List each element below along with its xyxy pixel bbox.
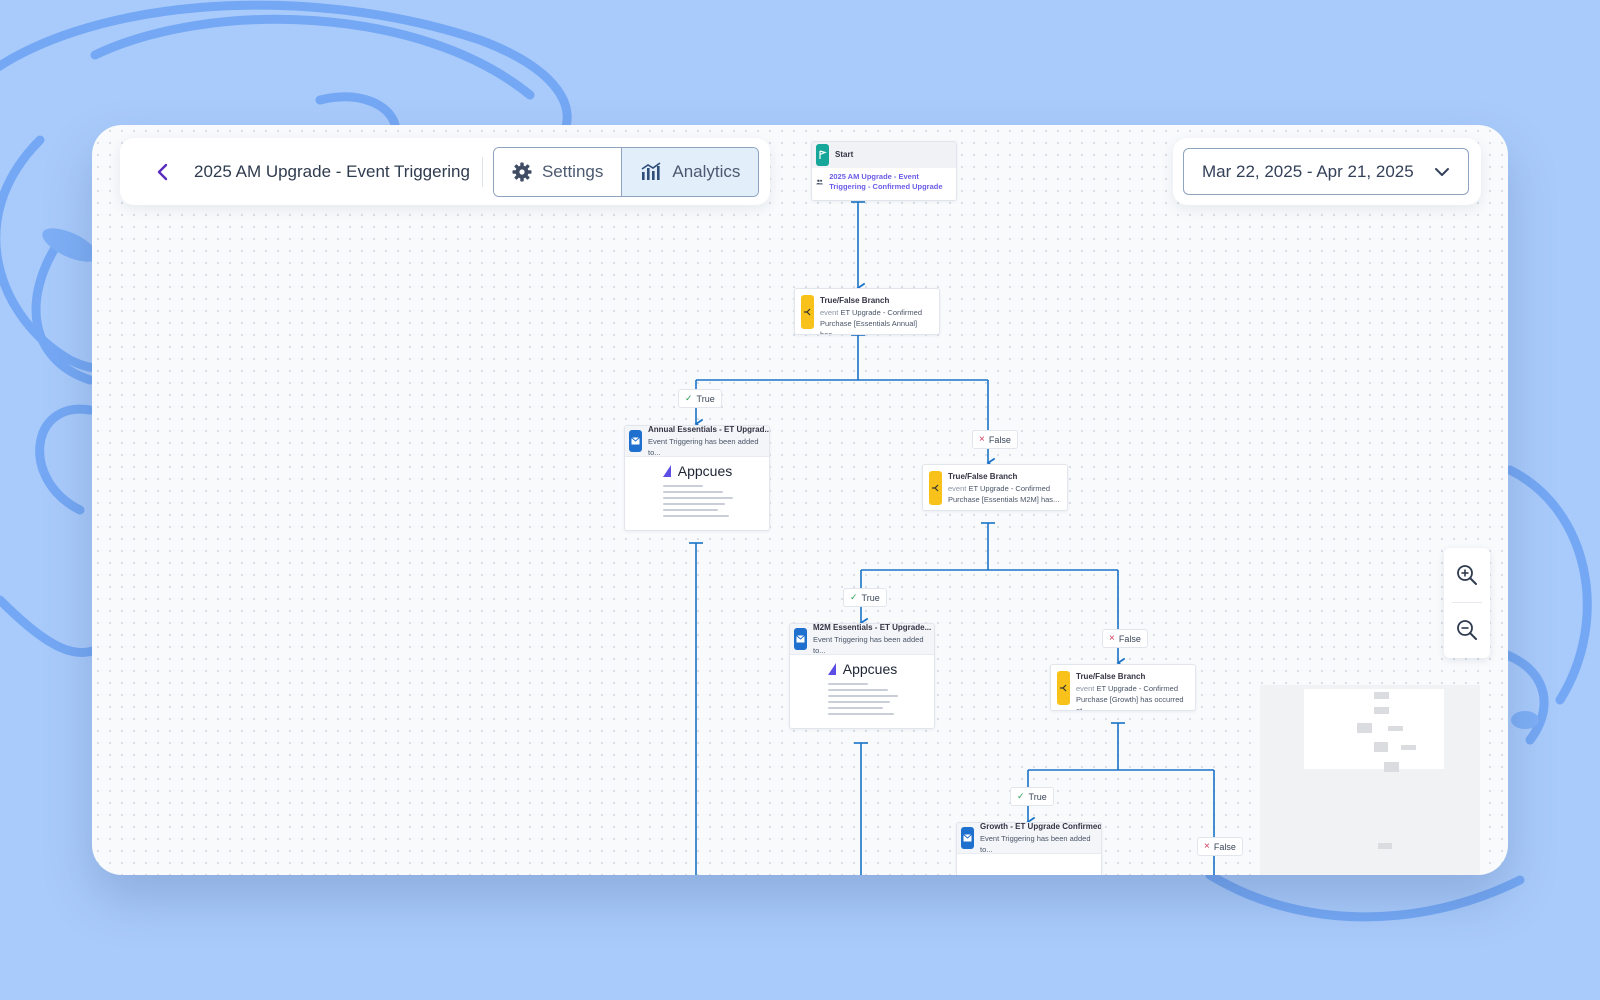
split-icon (1057, 671, 1070, 705)
email-node-2-desc: Event Triggering has been added to... (813, 635, 924, 655)
minimap-node (1374, 692, 1389, 699)
branch-node-2[interactable]: True/False Branch event ET Upgrade - Con… (922, 464, 1068, 511)
minimap-node (1401, 745, 1416, 750)
zoom-in-icon (1457, 565, 1477, 585)
minimap-node (1357, 723, 1372, 733)
minimap-node (1388, 726, 1403, 731)
appcues-logo-icon (827, 663, 836, 675)
email-node-3[interactable]: Growth - ET Upgrade Confirmed Event Trig… (956, 822, 1102, 875)
check-icon: ✓ (685, 393, 693, 403)
minimap[interactable] (1260, 685, 1480, 875)
split-icon (929, 471, 942, 505)
split-icon (801, 295, 814, 329)
false-label-2: ×False (1102, 629, 1148, 648)
false-label-1: ×False (972, 430, 1018, 449)
start-node-title: Start (835, 150, 854, 159)
false-label-3: ×False (1197, 837, 1243, 856)
flag-icon (816, 144, 829, 166)
branch-node-2-desc: event ET Upgrade - Confirmed Purchase [E… (948, 484, 1060, 504)
email-node-1-desc: Event Triggering has been added to... (648, 437, 759, 457)
cross-icon: × (1109, 633, 1115, 644)
top-toolbar: 2025 AM Upgrade - Event Triggering (120, 138, 770, 205)
email-preview-1: Appcues (625, 457, 769, 517)
branch-node-1-desc: event ET Upgrade - Confirmed Purchase [E… (820, 308, 923, 335)
toolbar-divider (481, 156, 483, 187)
cross-icon: × (979, 434, 985, 445)
minimap-node (1374, 707, 1389, 714)
true-label-3: ✓True (1010, 787, 1054, 806)
back-button[interactable] (148, 157, 178, 187)
appcues-logo-text: Appcues (842, 661, 898, 677)
branch-node-3-desc: event ET Upgrade - Confirmed Purchase [G… (1076, 684, 1184, 711)
zoom-in-button[interactable] (1444, 548, 1490, 602)
email-preview-2: Appcues (790, 655, 934, 715)
chevron-left-icon (157, 163, 168, 180)
minimap-viewport[interactable] (1304, 689, 1444, 769)
email-node-1-title: Annual Essentials - ET Upgrad... (648, 425, 770, 434)
zoom-controls (1444, 548, 1490, 658)
zoom-out-button[interactable] (1444, 603, 1490, 657)
branch-node-1-title: True/False Branch (820, 296, 890, 305)
flow-canvas[interactable]: 2025 AM Upgrade - Event Triggering (92, 125, 1508, 875)
email-icon (629, 430, 642, 452)
email-node-2-title: M2M Essentials - ET Upgrade... (813, 623, 932, 632)
zoom-divider (1452, 602, 1482, 603)
zoom-out-icon (1457, 620, 1477, 640)
email-icon (794, 628, 807, 650)
chevron-down-icon (1435, 167, 1449, 176)
date-range-select[interactable]: Mar 22, 2025 - Apr 21, 2025 (1183, 148, 1469, 195)
appcues-logo-text: Appcues (677, 463, 733, 479)
minimap-node (1384, 762, 1399, 772)
bar-chart-icon (641, 161, 661, 180)
cross-icon: × (1204, 841, 1210, 852)
check-icon: ✓ (850, 592, 858, 602)
true-label-2: ✓True (843, 588, 887, 607)
gear-icon (512, 162, 532, 181)
settings-label: Settings (541, 161, 604, 181)
view-switcher: Settings Analytics (492, 146, 760, 197)
minimap-node (1374, 742, 1388, 752)
email-node-2[interactable]: M2M Essentials - ET Upgrade... Event Tri… (789, 623, 935, 729)
analytics-label: Analytics (672, 161, 741, 181)
appcues-logo-icon (662, 465, 671, 477)
settings-button[interactable]: Settings (493, 147, 622, 196)
users-icon (816, 179, 823, 185)
start-node-segment-link[interactable]: 2025 AM Upgrade - Event Triggering - Con… (829, 172, 943, 191)
branch-node-1[interactable]: True/False Branch event ET Upgrade - Con… (794, 288, 940, 335)
analytics-button[interactable]: Analytics (621, 147, 759, 196)
branch-node-3[interactable]: True/False Branch event ET Upgrade - Con… (1050, 664, 1196, 711)
true-label-1: ✓True (678, 389, 722, 408)
email-node-1[interactable]: Annual Essentials - ET Upgrad... Event T… (624, 425, 770, 531)
start-node[interactable]: Start 2025 AM Upgrade - Event Triggering… (811, 141, 957, 201)
date-range-value: Mar 22, 2025 - Apr 21, 2025 (1202, 161, 1414, 181)
branch-node-3-title: True/False Branch (1076, 672, 1146, 681)
email-icon (961, 827, 974, 849)
page-title: 2025 AM Upgrade - Event Triggering (194, 161, 470, 181)
minimap-node (1378, 843, 1392, 849)
branch-node-2-title: True/False Branch (948, 472, 1018, 481)
date-range-card: Mar 22, 2025 - Apr 21, 2025 (1173, 138, 1481, 205)
email-node-3-desc: Event Triggering has been added to... (980, 834, 1091, 854)
email-node-3-title: Growth - ET Upgrade Confirmed (980, 822, 1102, 831)
check-icon: ✓ (1017, 791, 1025, 801)
